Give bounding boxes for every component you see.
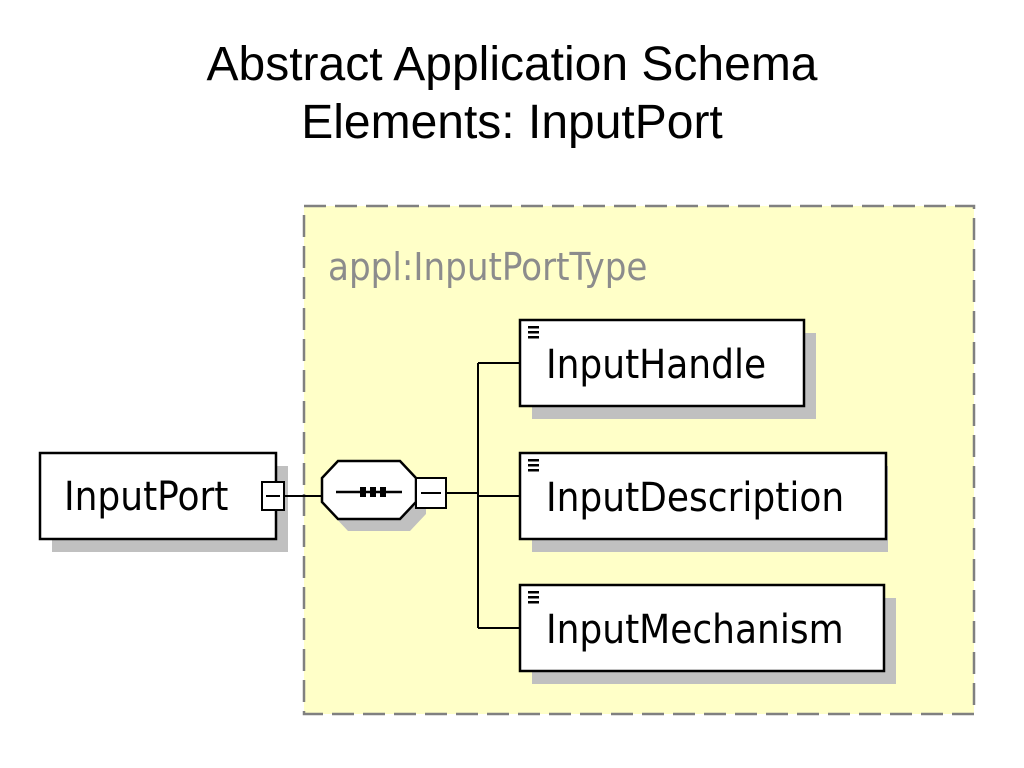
title-line-2: Elements: InputPort bbox=[301, 96, 723, 149]
child-element-label: InputMechanism bbox=[546, 607, 844, 653]
tree-connectors bbox=[446, 362, 520, 629]
sequence-icon bbox=[336, 487, 402, 497]
root-element-label: InputPort bbox=[64, 474, 228, 520]
child-element-label: InputHandle bbox=[546, 342, 766, 388]
element-content-icon bbox=[528, 591, 539, 604]
slide-title: Abstract Application Schema Elements: In… bbox=[0, 36, 1024, 152]
child-element-label: InputDescription bbox=[546, 475, 844, 521]
title-line-1: Abstract Application Schema bbox=[206, 38, 818, 91]
root-element-box bbox=[38, 451, 278, 541]
child-element-box bbox=[518, 451, 888, 541]
sequence-compositor bbox=[320, 459, 418, 521]
child-element-box bbox=[518, 583, 886, 673]
type-label: appl:InputPortType bbox=[328, 245, 647, 289]
child-element-box bbox=[518, 318, 806, 408]
element-content-icon bbox=[528, 459, 539, 472]
element-content-icon bbox=[528, 326, 539, 339]
